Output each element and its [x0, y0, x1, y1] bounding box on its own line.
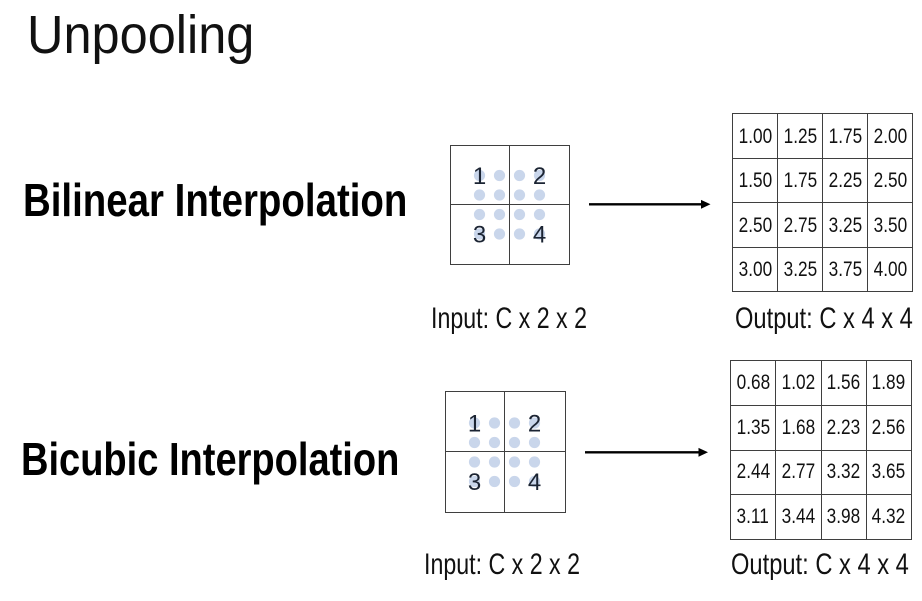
svg-text:1: 1 — [468, 410, 481, 437]
svg-text:4: 4 — [533, 221, 546, 248]
svg-text:4: 4 — [528, 469, 541, 496]
svg-text:3: 3 — [468, 469, 481, 496]
svg-text:3: 3 — [473, 221, 486, 248]
svg-text:2: 2 — [528, 410, 541, 437]
svg-text:2: 2 — [533, 163, 546, 190]
svg-text:1: 1 — [473, 163, 486, 190]
